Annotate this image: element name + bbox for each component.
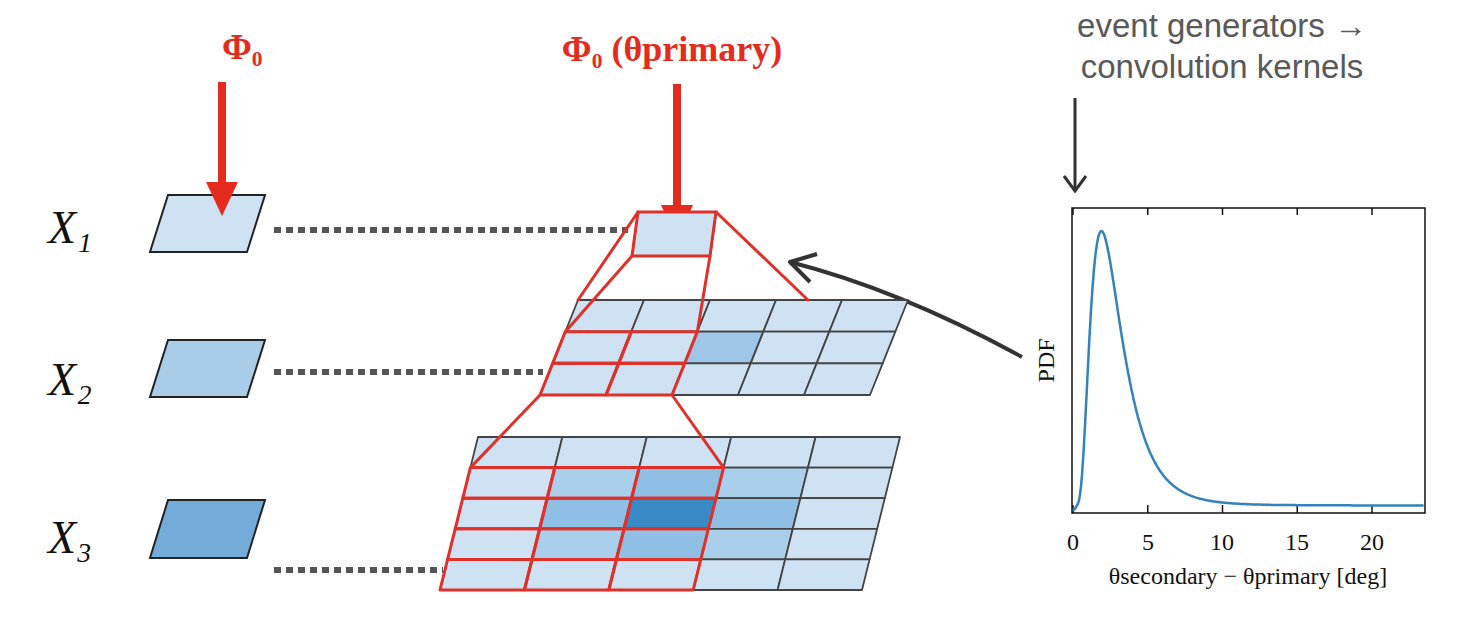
grid-cell: [616, 529, 708, 560]
dotted-line: [274, 227, 628, 233]
grid-cell: [785, 529, 877, 560]
axis-tick: [1147, 208, 1149, 215]
grid-cell: [800, 468, 892, 499]
grid-cell: [547, 468, 639, 499]
grid-cell: [624, 498, 716, 529]
grid-cell: [555, 437, 647, 468]
grid-cell: [524, 559, 616, 590]
kernel-cone: [440, 212, 808, 590]
flux-label: Φ₀: [222, 26, 263, 69]
pdf-curve: [1073, 231, 1424, 511]
tick-label: 20: [1360, 528, 1384, 557]
grid-cell: [778, 559, 870, 590]
cone-line: [470, 395, 540, 468]
pointer-arrow: [1074, 98, 1077, 190]
pixel-grids: [440, 212, 908, 590]
kernel-cell: [632, 468, 724, 499]
kernel-cell: [524, 559, 616, 590]
grid-cell: [751, 332, 830, 364]
grid-cell: [716, 468, 808, 499]
kernel-cell: [540, 498, 632, 529]
cone-line: [565, 256, 632, 332]
grid-cell: [632, 212, 716, 256]
kernel-cell: [532, 529, 624, 560]
grid-cell: [606, 363, 685, 395]
grid-cell: [817, 332, 896, 364]
axis-ticks: [1073, 208, 1372, 513]
tick-label: 10: [1210, 528, 1234, 557]
dotted-line: [274, 567, 443, 573]
flux-arrowhead: [206, 182, 238, 216]
axis-tick: [1147, 505, 1149, 513]
curved-arrowhead: [790, 254, 817, 282]
grid-cell: [697, 300, 776, 332]
layer-tile: [150, 195, 265, 252]
layer-label: X₃: [48, 510, 92, 565]
cone-line: [716, 212, 808, 300]
pointer-arrowhead: [1064, 176, 1086, 191]
flux-arrow: [673, 84, 681, 208]
axis-label: PDF: [1032, 338, 1061, 382]
kernel-cell: [609, 559, 701, 590]
axis-tick: [1371, 208, 1373, 215]
grid-cell: [455, 498, 547, 529]
axis-tick: [1222, 505, 1224, 513]
tick-label: 15: [1285, 528, 1309, 557]
kernel-cell: [448, 529, 540, 560]
kernel-cell: [547, 468, 639, 499]
grid-cell: [701, 529, 793, 560]
grid-cell: [609, 559, 701, 590]
axis-tick: [1222, 208, 1224, 215]
kernel-cell: [624, 498, 716, 529]
grid-cell: [440, 559, 532, 590]
grid-cell: [763, 300, 842, 332]
grid-cell: [724, 437, 816, 468]
grid-cell: [793, 498, 885, 529]
kernel-cell: [463, 468, 555, 499]
pdf-curve-group: [1073, 231, 1424, 511]
grid-cell: [738, 363, 817, 395]
grid-cell: [639, 437, 731, 468]
grid-cell: [808, 437, 900, 468]
axis-tick: [1297, 208, 1299, 215]
grid-cell: [448, 529, 540, 560]
plot-frame: [1072, 208, 1425, 513]
note-text: event generators → convolution kernels: [1012, 5, 1432, 88]
flux-arrow: [218, 82, 226, 185]
dotted-line: [274, 369, 543, 375]
grid-cell: [532, 529, 624, 560]
layer-tile: [150, 500, 265, 558]
grid-cell: [632, 468, 724, 499]
kernel-cell: [632, 212, 716, 256]
kernel-cell: [619, 332, 698, 364]
flux-label: Φ₀ (θprimary): [562, 28, 782, 71]
layer-label: X₂: [48, 352, 92, 407]
layer-tile: [150, 340, 265, 397]
cone-line: [697, 256, 710, 332]
tick-label: 5: [1142, 528, 1154, 557]
grid-cell: [693, 559, 785, 590]
kernel-cell: [440, 559, 532, 590]
layer-label: X₁: [48, 200, 92, 255]
kernel-cell: [455, 498, 547, 529]
cone-line: [578, 212, 638, 300]
grid-cell: [565, 300, 644, 332]
cone-line: [672, 395, 724, 468]
axis-tick: [1072, 208, 1074, 215]
grid-cell: [540, 498, 632, 529]
kernel-cell: [606, 363, 685, 395]
grid-cell: [829, 300, 908, 332]
grid-cell: [463, 468, 555, 499]
grid-cell: [708, 498, 800, 529]
grid-cell: [619, 332, 698, 364]
axis-label: θsecondary − θprimary [deg]: [1109, 562, 1387, 591]
grid-cell: [804, 363, 883, 395]
tick-label: 0: [1067, 528, 1079, 557]
kernel-cell: [616, 529, 708, 560]
